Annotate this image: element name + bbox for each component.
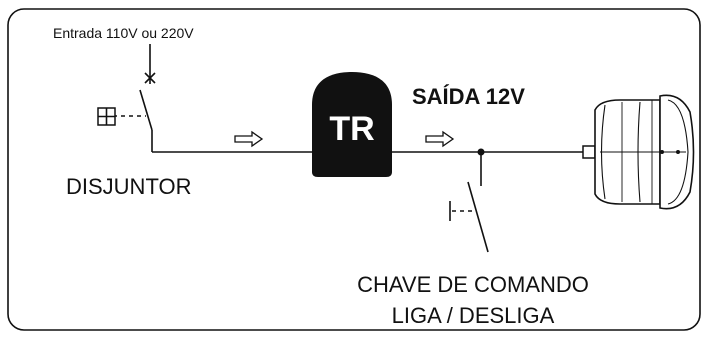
input-label: Entrada 110V ou 220V <box>53 25 194 41</box>
switch-label-line2: LIGA / DESLIGA <box>392 303 555 328</box>
switch-label-line1: CHAVE DE COMANDO <box>357 272 589 297</box>
flow-arrow-icon <box>425 130 455 148</box>
lamp-fixture-icon <box>582 94 695 210</box>
transformer-label: TR <box>329 110 374 148</box>
switch-symbol-icon <box>449 152 489 253</box>
breaker-symbol-icon <box>97 107 116 126</box>
transformer-icon <box>312 72 392 177</box>
output-label: SAÍDA 12V <box>412 84 525 109</box>
breaker-switch <box>139 89 153 152</box>
flow-arrow-icon <box>234 130 264 148</box>
breaker-label: DISJUNTOR <box>66 174 192 199</box>
input-x-mark <box>144 72 156 84</box>
